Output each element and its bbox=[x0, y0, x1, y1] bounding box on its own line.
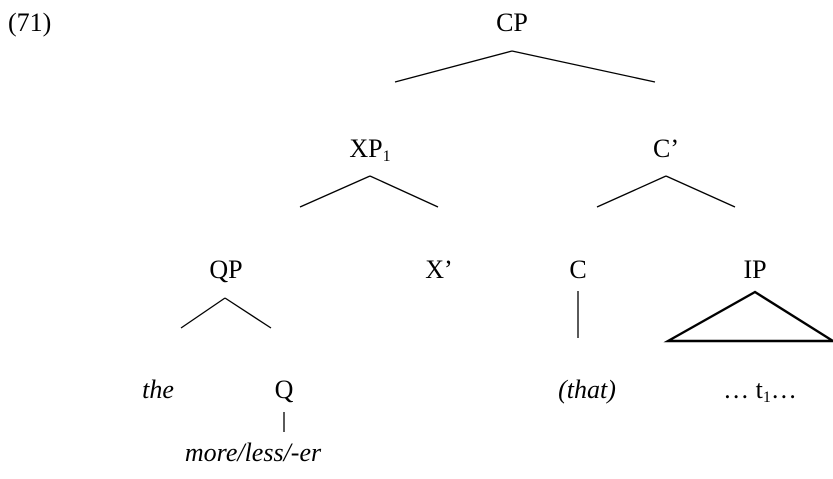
edge-cbar-ip bbox=[665, 175, 736, 208]
edge-xp-qp bbox=[299, 175, 371, 208]
edge-qp-the bbox=[180, 297, 226, 329]
node-ip: IP bbox=[743, 255, 767, 284]
node-cp: CP bbox=[496, 8, 528, 37]
edge-cp-xp bbox=[394, 50, 513, 83]
leaf-more-less-er: more/less/-er bbox=[184, 438, 322, 467]
node-xp-label: XP bbox=[349, 134, 383, 163]
example-number: (71) bbox=[8, 8, 52, 37]
leaf-that: (that) bbox=[558, 375, 616, 404]
trace-index: 1 bbox=[762, 389, 771, 406]
node-xp: XP1 bbox=[349, 134, 391, 165]
node-c-bar: C’ bbox=[653, 134, 679, 163]
leaf-trace: … t1… bbox=[723, 375, 797, 406]
ip-triangle bbox=[663, 290, 833, 343]
edge-cbar-c bbox=[596, 175, 667, 208]
node-x-bar: X’ bbox=[425, 255, 453, 284]
node-xp-index: 1 bbox=[382, 148, 391, 165]
trace-pre: … t bbox=[723, 375, 763, 404]
node-c: C bbox=[569, 255, 587, 284]
edge-qp-q bbox=[224, 297, 272, 329]
edge-xp-xbar bbox=[369, 175, 439, 208]
edge-cp-cbar bbox=[511, 50, 656, 83]
node-qp: QP bbox=[209, 255, 243, 284]
node-q: Q bbox=[274, 375, 294, 404]
leaf-the: the bbox=[142, 375, 174, 404]
trace-post: … bbox=[770, 375, 797, 404]
